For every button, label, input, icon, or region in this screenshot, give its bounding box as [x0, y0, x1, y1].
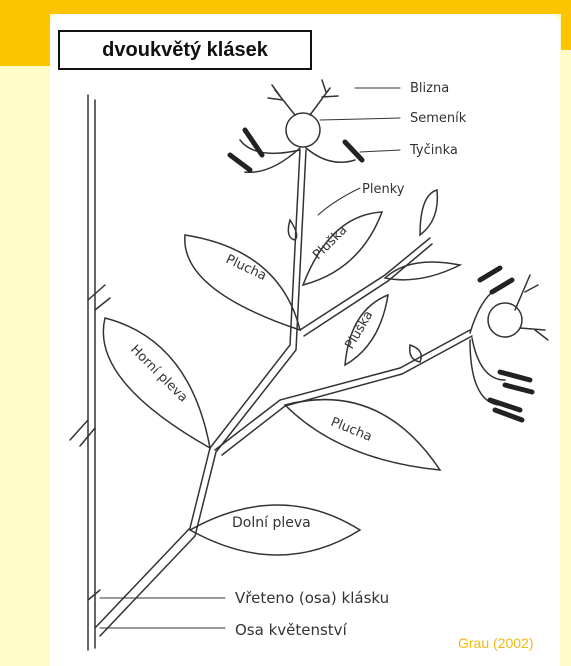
- label-blizna: Blizna: [410, 81, 449, 96]
- top-accent-bar: [0, 0, 571, 14]
- label-pluska-upper: Pluška: [310, 223, 350, 263]
- upper-glume: [103, 318, 210, 448]
- spikelet-diagram: Blizna Semeník Tyčinka Plenky Pluška Plu…: [50, 14, 560, 666]
- label-plenky: Plenky: [362, 182, 405, 197]
- title-box: dvoukvětý klásek: [58, 30, 312, 70]
- label-plucha-upper: Plucha: [223, 252, 268, 284]
- inflorescence-axis: [70, 95, 110, 650]
- small-leaf-1: [385, 262, 460, 280]
- upper-floret: [230, 80, 362, 172]
- right-accent-tab: [561, 14, 571, 50]
- lower-floret: [470, 268, 548, 420]
- label-pluska-lower: Pluška: [342, 308, 376, 352]
- label-semenik: Semeník: [410, 111, 467, 126]
- label-plucha-lower: Plucha: [329, 415, 375, 445]
- label-tycinka: Tyčinka: [409, 143, 458, 158]
- label-osa: Osa květenství: [235, 621, 348, 639]
- label-dolni-pleva: Dolní pleva: [232, 515, 311, 531]
- rachilla: [95, 150, 472, 636]
- left-accent-tab: [0, 14, 50, 66]
- small-leaf-2: [420, 190, 437, 235]
- label-vreteno: Vřeteno (osa) klásku: [235, 589, 389, 607]
- credit-text: Grau (2002): [458, 635, 533, 651]
- upper-lemma: [185, 235, 300, 330]
